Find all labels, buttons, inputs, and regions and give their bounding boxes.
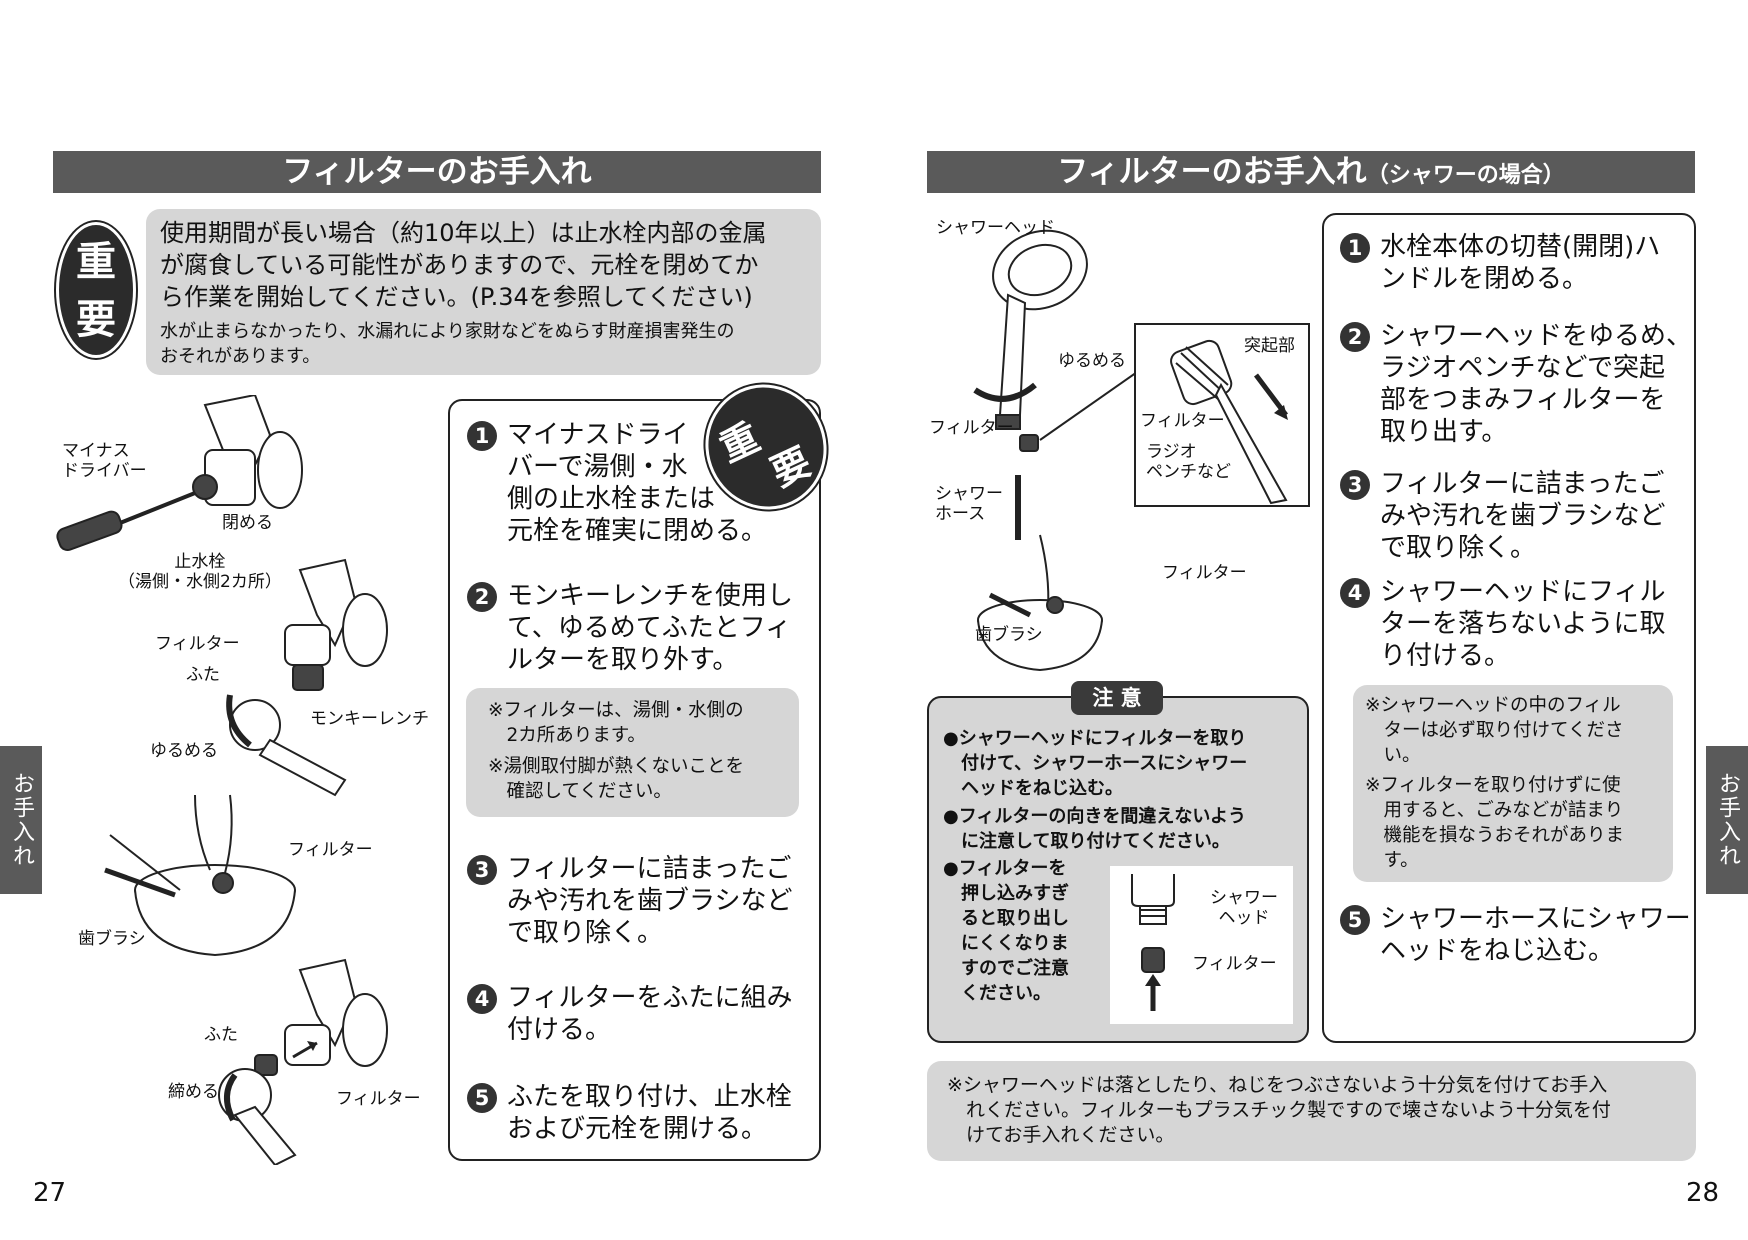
label-filter-a: フィルター (929, 418, 1014, 438)
right-step-2-number: 2 (1340, 322, 1370, 352)
right-page-title: フィルターのお手入れ（シャワーの場合） (927, 151, 1695, 193)
important-badge-char-1: 重 (76, 239, 116, 285)
label-tighten: 締める (168, 1082, 219, 1102)
faucet-cap-drawing (284, 558, 388, 691)
label-filter-b: フィルター (1140, 411, 1225, 431)
left-page-number: 27 (33, 1178, 67, 1208)
left-step-3-text: フィルターに詰まったご みや汚れを歯ブラシなど で取り除く。 (507, 854, 793, 948)
right-steps-box (1322, 213, 1696, 1043)
left-step-1-text: マイナスドライ バーで湯側・水 側の止水栓または 元栓を確実に閉める。 (507, 420, 768, 546)
right-step-2-text: シャワーヘッドをゆるめ、 ラジオペンチなどで突起 部をつまみフィルターを 取り出… (1380, 321, 1693, 447)
left-illustrations (56, 395, 388, 1165)
right-note-2: ※フィルターを取り付けずに使 用すると、ごみなどが詰まり 機能を損なうおそれがあ… (1365, 775, 1625, 871)
right-side-tab: お手入れ (1706, 746, 1748, 894)
label-toothbrush-right: 歯ブラシ (975, 625, 1043, 645)
important-notice-main: 使用期間が長い場合（約10年以上）は止水栓内部の金属 が腐食している可能性があり… (160, 219, 767, 311)
right-step-5: 5 シャワーホースにシャワー ヘッドをねじ込む。 (1340, 903, 1691, 967)
loosen-arrow-icon (973, 382, 1037, 402)
left-step-4-number: 4 (467, 984, 497, 1014)
important-notice-box: 使用期間が長い場合（約10年以上）は止水栓内部の金属 が腐食している可能性があり… (146, 209, 821, 375)
bottom-note-box: ※シャワーヘッドは落としたり、ねじをつぶさないよう十分気を付けてお手入 れくださ… (927, 1061, 1696, 1161)
label-loosen-shower: ゆるめる (1058, 351, 1126, 371)
caution-item-2: ●フィルターの向きを間違えないよう に注意して取り付けてください。 (943, 806, 1246, 852)
left-step-2-number: 2 (467, 582, 497, 612)
pliers-drawing (1170, 339, 1288, 505)
left-step-2-text: モンキーレンチを使用し て、ゆるめてふたとフィ ルターを取り外す。 (507, 581, 794, 675)
label-filter-2: フィルター (288, 840, 373, 860)
label-cap-1: ふた (186, 665, 220, 685)
right-step-3-number: 3 (1340, 470, 1370, 500)
left-note-1: ※フィルターは、湯側・水側の 2カ所あります。 (488, 700, 744, 746)
bottom-note: ※シャワーヘッドは落としたり、ねじをつぶさないよう十分気を付けてお手入 れくださ… (947, 1074, 1611, 1146)
label-cap-2: ふた (204, 1025, 238, 1045)
label-protrusion: 突起部 (1244, 336, 1295, 356)
important-badge-char-2: 要 (76, 297, 116, 343)
important-notice-sub: 水が止まらなかったり、水漏れにより家財などをぬらす財産損害発生の おそれがありま… (160, 321, 735, 367)
left-step-5-text: ふたを取り付け、止水栓 および元栓を開ける。 (507, 1082, 792, 1144)
caution-title: 注 意 (1071, 681, 1163, 715)
left-step-3: 3 フィルターに詰まったご みや汚れを歯ブラシなど で取り除く。 (467, 853, 792, 949)
left-page-title: フィルターのお手入れ (53, 151, 821, 193)
right-page-title-sub: （シャワーの場合） (1366, 163, 1565, 188)
faucet-tighten-drawing (218, 958, 388, 1165)
label-driver: マイナス ドライバー (62, 441, 147, 481)
label-filter-3: フィルター (336, 1089, 421, 1109)
right-step-4-text: シャワーヘッドにフィル ターを落ちないように取 り付ける。 (1380, 577, 1666, 671)
screwdriver-drawing (56, 491, 196, 552)
loosen-arrow-icon (226, 694, 252, 748)
right-note-1: ※シャワーヘッドの中のフィル ターは必ず取り付けてくださ い。 (1365, 695, 1624, 766)
faucet-valve-drawing (192, 395, 303, 509)
left-step-4: 4 フィルターをふたに組み 付ける。 (467, 982, 792, 1046)
label-valve: 止水栓 （湯側・水側2カ所） (118, 552, 282, 592)
label-pliers: ラジオ ペンチなど (1146, 442, 1231, 482)
left-step-5-number: 5 (467, 1083, 497, 1113)
right-step-5-number: 5 (1340, 905, 1370, 935)
important-badge: 重 要 (56, 222, 136, 358)
label-loosen: ゆるめる (150, 741, 218, 761)
right-notes-box: ※シャワーヘッドの中のフィル ターは必ず取り付けてくださ い。 ※フィルターを取… (1353, 685, 1673, 882)
left-step-2: 2 モンキーレンチを使用し て、ゆるめてふたとフィ ルターを取り外す。 (467, 580, 793, 676)
right-step-4: 4 シャワーヘッドにフィル ターを落ちないように取 り付ける。 (1340, 576, 1665, 672)
right-step-4-number: 4 (1340, 578, 1370, 608)
label-toothbrush: 歯ブラシ (78, 929, 146, 949)
caution-item-1: ●シャワーヘッドにフィルターを取り 付けて、シャワーホースにシャワー ヘッドをね… (943, 728, 1248, 799)
label-hose: シャワー ホース (935, 484, 1003, 524)
filter-orientation-drawing (1131, 874, 1175, 1011)
label-inset-head: シャワー ヘッド (1210, 888, 1278, 928)
label-close: 閉める (222, 513, 273, 533)
filter-small-drawing (1019, 434, 1039, 452)
basin-drawing (104, 794, 296, 957)
left-notes-box: ※フィルターは、湯側・水側の 2カ所あります。 ※湯側取付脚が熱くないことを 確… (466, 688, 799, 817)
basin-drawing (977, 534, 1103, 672)
label-wrench: モンキーレンチ (310, 709, 429, 729)
left-step-1-number: 1 (467, 421, 497, 451)
right-page-number: 28 (1686, 1178, 1720, 1208)
right-step-5-text: シャワーホースにシャワー ヘッドをねじ込む。 (1380, 904, 1691, 966)
right-step-1-text: 水栓本体の切替(開閉)ハ ンドルを閉める。 (1380, 232, 1661, 294)
left-step-4-text: フィルターをふたに組み 付ける。 (507, 983, 793, 1045)
label-shower-head: シャワーヘッド (936, 218, 1055, 238)
left-step-1: 1 マイナスドライ バーで湯側・水 側の止水栓または 元栓を確実に閉める。 (467, 419, 767, 547)
right-illustrations (973, 229, 1141, 672)
right-step-3-text: フィルターに詰まったご みや汚れを歯ブラシなど で取り除く。 (1380, 469, 1666, 563)
left-note-2: ※湯側取付脚が熱くないことを 確認してください。 (488, 756, 745, 802)
label-filter-c: フィルター (1162, 563, 1247, 583)
right-step-3: 3 フィルターに詰まったご みや汚れを歯ブラシなど で取り除く。 (1340, 468, 1665, 564)
right-step-1-number: 1 (1340, 233, 1370, 263)
shower-head-drawing (992, 229, 1088, 430)
right-page-title-main: フィルターのお手入れ (1057, 154, 1367, 190)
caution-item-3: ●フィルターを 押し込みすぎ ると取り出し にくくなりま すのでご注意 ください… (943, 858, 1069, 1004)
tighten-arrow-icon (224, 1073, 238, 1122)
left-side-tab: お手入れ (0, 746, 42, 894)
pliers-inset-box (1134, 323, 1310, 507)
caution-box: ●シャワーヘッドにフィルターを取り 付けて、シャワーホースにシャワー ヘッドをね… (927, 696, 1309, 1043)
label-inset-filter: フィルター (1192, 954, 1277, 974)
caution-inset: シャワー ヘッド フィルター (1110, 866, 1293, 1024)
right-step-2: 2 シャワーヘッドをゆるめ、 ラジオペンチなどで突起 部をつまみフィルターを 取… (1340, 320, 1692, 448)
left-step-5: 5 ふたを取り付け、止水栓 および元栓を開ける。 (467, 1081, 792, 1145)
label-filter-1: フィルター (155, 634, 240, 654)
right-step-1: 1 水栓本体の切替(開閉)ハ ンドルを閉める。 (1340, 231, 1660, 295)
step-badge-char-2: 要 (764, 439, 818, 496)
left-step-3-number: 3 (467, 855, 497, 885)
